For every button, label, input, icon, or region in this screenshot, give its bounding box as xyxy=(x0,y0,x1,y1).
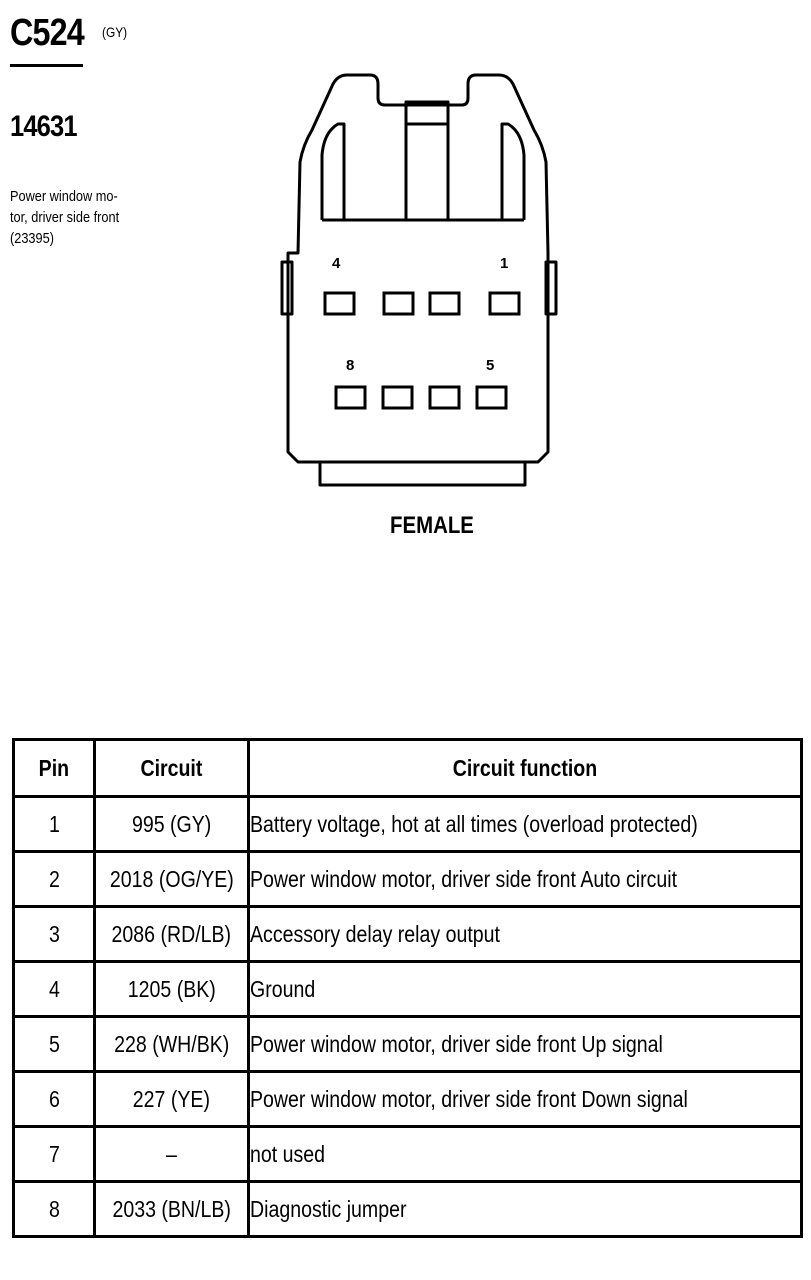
table-row: 3 2086 (RD/LB) Accessory delay relay out… xyxy=(12,905,803,963)
connector-housing-outline xyxy=(286,73,550,464)
pin-cavity xyxy=(323,291,356,316)
pin-label-1: 1 xyxy=(500,255,508,272)
connector-id: C524 xyxy=(10,12,85,54)
pin-cavity xyxy=(488,291,521,316)
circuit-cell: 1205 (BK) xyxy=(93,960,250,1018)
function-cell: Battery voltage, hot at all times (overl… xyxy=(247,795,803,853)
part-number: 14631 xyxy=(10,110,78,143)
function-cell: Power window motor, driver side front Do… xyxy=(247,1070,803,1128)
circuit-cell: 995 (GY) xyxy=(93,795,250,853)
function-cell: Power window motor, driver side front Au… xyxy=(247,850,803,908)
pin-cavity xyxy=(428,291,461,316)
connector-description: Power window mo- tor, driver side front … xyxy=(10,186,170,249)
pin-cell: 1 xyxy=(12,795,96,853)
table-row: 6 227 (YE) Power window motor, driver si… xyxy=(12,1070,803,1128)
table-row: 4 1205 (BK) Ground xyxy=(12,960,803,1018)
circuit-cell: 2033 (BN/LB) xyxy=(93,1180,250,1238)
pin-cavity xyxy=(428,385,461,410)
pin-cavity xyxy=(382,291,415,316)
connector-face-diagram: 4 1 8 5 xyxy=(280,73,558,487)
description-line: (23395) xyxy=(10,230,54,247)
pin-cavity xyxy=(334,385,367,410)
table-row: 8 2033 (BN/LB) Diagnostic jumper xyxy=(12,1180,803,1238)
description-line: tor, driver side front xyxy=(10,209,120,226)
pin-cell: 7 xyxy=(12,1125,96,1183)
table-row: 5 228 (WH/BK) Power window motor, driver… xyxy=(12,1015,803,1073)
lock-tab xyxy=(404,100,450,222)
function-cell: Diagnostic jumper xyxy=(247,1180,803,1238)
circuit-cell: 228 (WH/BK) xyxy=(93,1015,250,1073)
bottom-tab xyxy=(318,462,527,487)
latch-arm-right xyxy=(500,122,526,220)
table-row: 2 2018 (OG/YE) Power window motor, drive… xyxy=(12,850,803,908)
pin-cell: 2 xyxy=(12,850,96,908)
pin-cell: 4 xyxy=(12,960,96,1018)
pin-label-8: 8 xyxy=(346,357,354,374)
function-cell: not used xyxy=(247,1125,803,1183)
header-circuit-function: Circuit function xyxy=(247,738,803,798)
function-cell: Accessory delay relay output xyxy=(247,905,803,963)
pin-cell: 6 xyxy=(12,1070,96,1128)
pin-label-4: 4 xyxy=(332,255,341,272)
pin-cavity xyxy=(381,385,414,410)
side-rib-left xyxy=(280,260,294,316)
header-circuit: Circuit xyxy=(93,738,250,798)
description-line: Power window mo- xyxy=(10,188,118,205)
function-cell: Power window motor, driver side front Up… xyxy=(247,1015,803,1073)
table-row: 1 995 (GY) Battery voltage, hot at all t… xyxy=(12,795,803,853)
side-rib-right xyxy=(544,260,558,316)
title-underline xyxy=(10,64,83,67)
table-row: 7 – not used xyxy=(12,1125,803,1183)
circuit-cell: 227 (YE) xyxy=(93,1070,250,1128)
pin-cavity xyxy=(475,385,508,410)
connector-color-code: (GY) xyxy=(102,24,128,40)
header-pin: Pin xyxy=(12,738,96,798)
circuit-cell: 2086 (RD/LB) xyxy=(93,905,250,963)
circuit-cell: 2018 (OG/YE) xyxy=(93,850,250,908)
table-header-row: Pin Circuit Circuit function xyxy=(12,738,803,798)
pin-function-table: Pin Circuit Circuit function 1 995 (GY) … xyxy=(12,738,803,1238)
pin-cell: 8 xyxy=(12,1180,96,1238)
latch-arm-left xyxy=(320,122,346,220)
function-cell: Ground xyxy=(247,960,803,1018)
pin-cell: 3 xyxy=(12,905,96,963)
connector-gender-label: FEMALE xyxy=(390,512,474,539)
pin-label-5: 5 xyxy=(486,357,494,374)
pin-cell: 5 xyxy=(12,1015,96,1073)
circuit-cell: – xyxy=(93,1125,250,1183)
